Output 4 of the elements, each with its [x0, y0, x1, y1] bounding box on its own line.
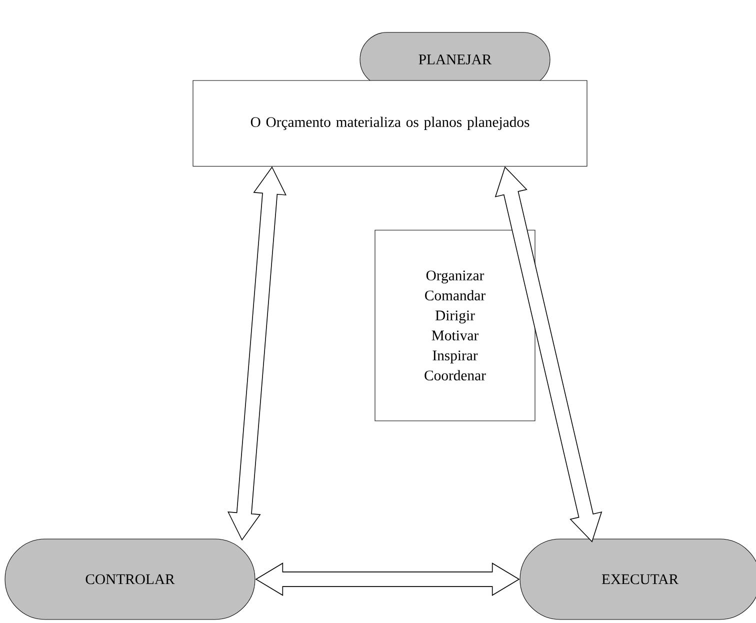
stage-oval: CONTROLAR	[4, 538, 256, 620]
text-box: O Orçamento materializa os planos planejados	[192, 80, 588, 166]
text-box: Organizar Comandar Dirigir Motivar Inspirar Coordenar	[374, 230, 536, 422]
stage-oval: EXECUTAR	[520, 538, 756, 620]
